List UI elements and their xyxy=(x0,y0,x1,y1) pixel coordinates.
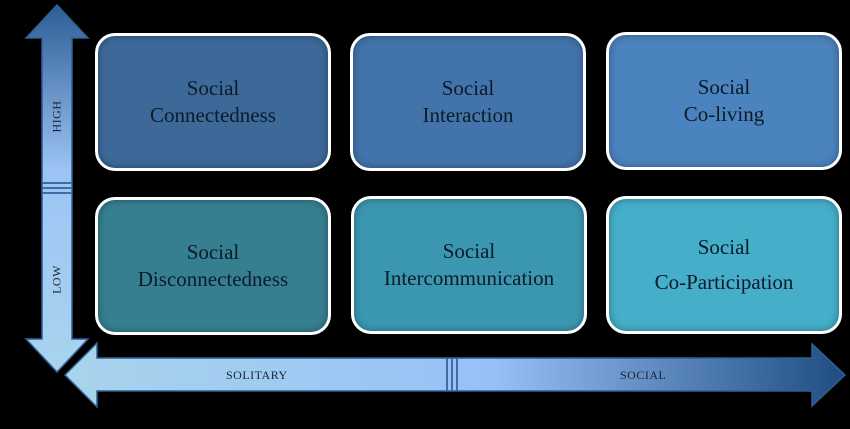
box-line2: Interaction xyxy=(422,103,514,127)
box-line1: Social xyxy=(697,235,751,259)
box-line1: Social xyxy=(442,239,496,263)
y-axis-high-label: HIGH xyxy=(49,100,64,133)
box-line1: Social xyxy=(441,76,495,100)
box-line2: Co-Participation xyxy=(654,270,794,294)
x-axis-solitary-label: SOLITARY xyxy=(226,368,288,382)
box-line1: Social xyxy=(186,240,240,264)
box-line1: Social xyxy=(697,75,751,99)
box-line2: Connectedness xyxy=(150,103,276,127)
box-social-co-participation: Social Co-Participation xyxy=(606,196,842,334)
box-line2: Disconnectedness xyxy=(137,267,289,291)
box-social-disconnectedness: Social Disconnectedness xyxy=(95,197,331,335)
box-line2: Intercommunication xyxy=(383,266,555,290)
box-social-connectedness: Social Connectedness xyxy=(95,33,331,171)
y-axis-low-label: LOW xyxy=(49,265,64,294)
box-line1: Social xyxy=(186,76,240,100)
box-line2: Co-living xyxy=(683,102,765,126)
x-axis-social-label: SOCIAL xyxy=(620,368,667,382)
box-social-interaction: Social Interaction xyxy=(350,33,586,171)
box-social-co-living: Social Co-living xyxy=(606,32,842,170)
box-social-intercommunication: Social Intercommunication xyxy=(351,196,587,334)
horizontal-axis-arrow xyxy=(63,341,847,409)
vertical-axis-arrow xyxy=(24,3,90,374)
